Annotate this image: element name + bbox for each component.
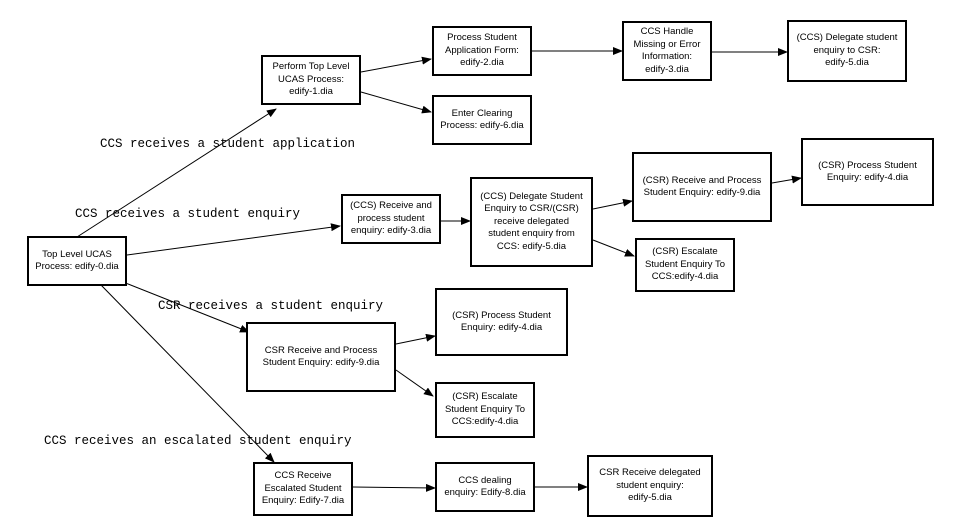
node-ccs-delegate-csr[interactable]: (CCS) Delegate Student Enquiry to CSR/(C… (470, 177, 593, 267)
edge-top-to-ccs-escalated (100, 284, 275, 463)
node-csr-receive-process-1[interactable]: (CSR) Receive and Process Student Enquir… (632, 152, 772, 222)
edge-delegate-to-escalate (592, 239, 635, 257)
edge-top-to-ccs-receive (126, 223, 341, 256)
edge-csr-to-escalate (395, 369, 434, 397)
edge-top-to-perform (76, 108, 277, 238)
label-receives-escalated: CCS receives an escalated student enquir… (44, 434, 352, 448)
node-csr-receive-process-2[interactable]: CSR Receive and Process Student Enquiry:… (246, 322, 396, 392)
node-csr-process-enquiry-1[interactable]: (CSR) Process Student Enquiry: edify-4.d… (801, 138, 934, 206)
node-perform-top-level[interactable]: Perform Top Level UCAS Process: edify-1.… (261, 55, 361, 105)
node-enter-clearing[interactable]: Enter Clearing Process: edify-6.dia (432, 95, 532, 145)
node-process-application[interactable]: Process Student Application Form: edify-… (432, 26, 532, 76)
node-ccs-delegate-enquiry[interactable]: (CCS) Delegate student enquiry to CSR: e… (787, 20, 907, 82)
label-receives-enquiry: CCS receives a student enquiry (75, 207, 301, 221)
node-csr-escalate-1[interactable]: (CSR) Escalate Student Enquiry To CCS:ed… (635, 238, 735, 292)
edge-perform-to-clearing (360, 91, 432, 114)
node-top-level-ucas[interactable]: Top Level UCAS Process: edify-0.dia (27, 236, 127, 286)
label-receives-application: CCS receives a student application (100, 137, 356, 151)
edge-escalated-to-dealing (352, 483, 436, 492)
node-ccs-handle-missing[interactable]: CCS Handle Missing or Error Information:… (622, 21, 712, 81)
edge-csr-receive-to-process (771, 175, 802, 184)
node-csr-receive-delegated[interactable]: CSR Receive delegated student enquiry: e… (587, 455, 713, 517)
node-ccs-receive-escalated[interactable]: CCS Receive Escalated Student Enquiry: E… (253, 462, 353, 516)
node-ccs-receive-process[interactable]: (CCS) Receive and process student enquir… (341, 194, 441, 244)
node-csr-process-enquiry-2[interactable]: (CSR) Process Student Enquiry: edify-4.d… (435, 288, 568, 356)
edge-perform-to-application (360, 56, 432, 73)
edge-delegate-to-csr-receive (592, 198, 633, 210)
edge-top-to-csr-receive (122, 281, 250, 333)
node-csr-escalate-2[interactable]: (CSR) Escalate Student Enquiry To CCS:ed… (435, 382, 535, 438)
node-ccs-dealing-enquiry[interactable]: CCS dealing enquiry: Edify-8.dia (435, 462, 535, 512)
label-csr-receives-enquiry: CSR receives a student enquiry (158, 299, 384, 313)
edge-csr-to-process (395, 333, 436, 345)
